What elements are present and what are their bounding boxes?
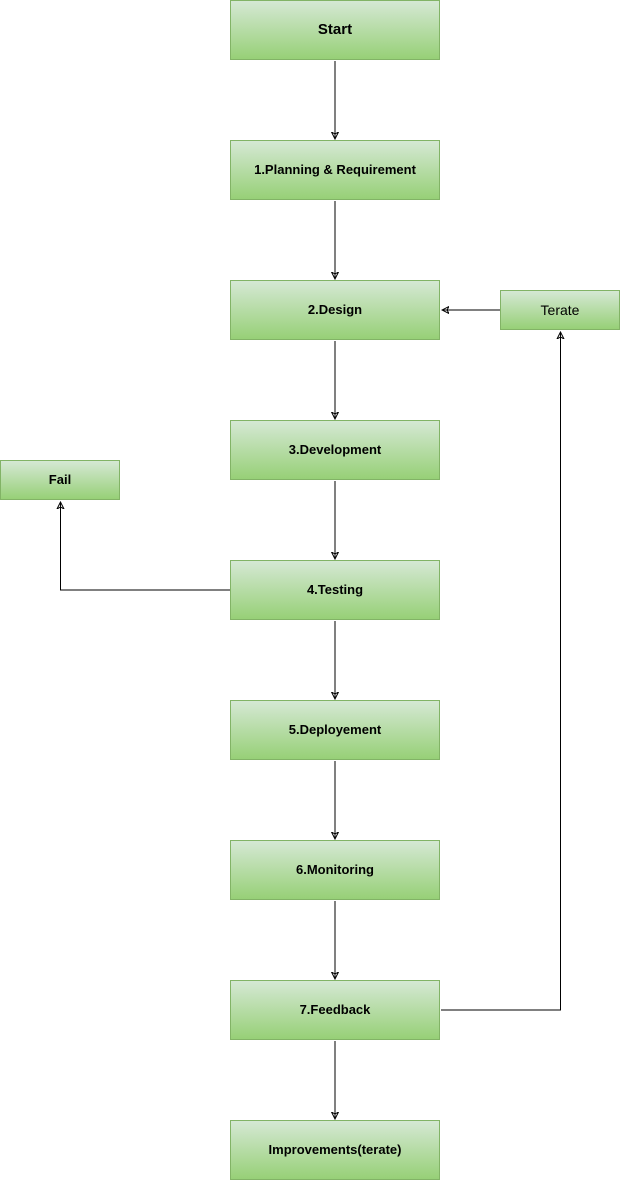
edge-feedback-to-iterate <box>441 332 561 1011</box>
node-iterate: Terate <box>500 290 620 330</box>
node-testing: 4.Testing <box>230 560 440 620</box>
node-start: Start <box>230 0 440 60</box>
edge-testing-to-fail <box>61 502 230 591</box>
node-planning-requirement: 1.Planning & Requirement <box>230 140 440 200</box>
node-improvements: Improvements(terate) <box>230 1120 440 1180</box>
node-deployment: 5.Deployement <box>230 700 440 760</box>
node-fail: Fail <box>0 460 120 500</box>
node-monitoring: 6.Monitoring <box>230 840 440 900</box>
node-development: 3.Development <box>230 420 440 480</box>
node-feedback: 7.Feedback <box>230 980 440 1040</box>
node-design: 2.Design <box>230 280 440 340</box>
